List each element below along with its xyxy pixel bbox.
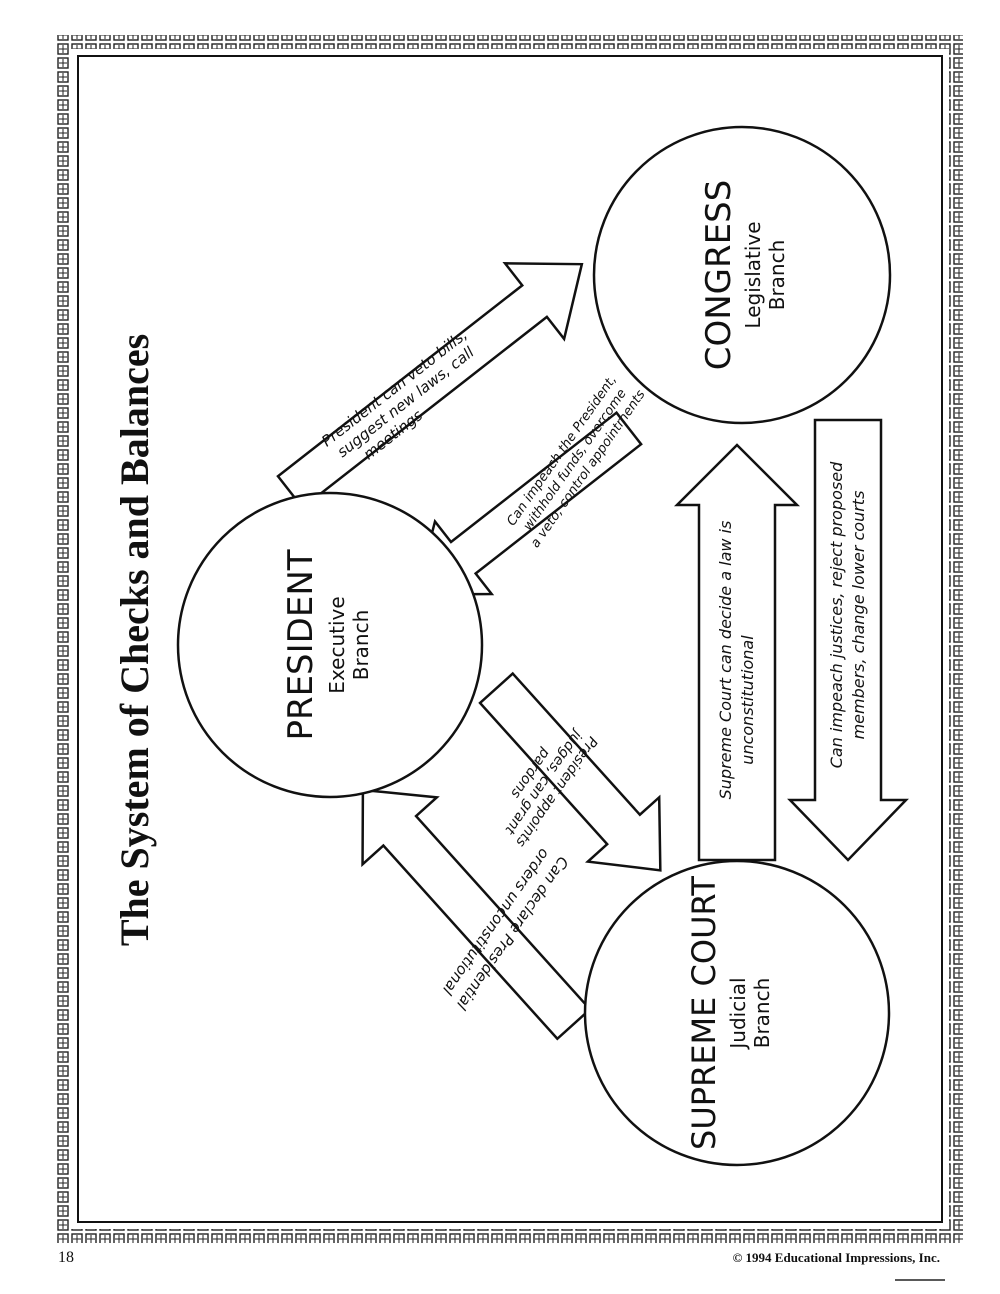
supreme-court-circle [583,859,891,1167]
president-circle [176,491,484,799]
arrow-court-to-congress [673,443,801,862]
supreme-court-branch-line1: Judicial [726,977,750,1050]
check-congress-on-court-line2: members, change lower courts [849,491,868,740]
arrow-court-to-president [361,788,592,1041]
check-congress-on-court: Can impeach justices, reject proposed me… [827,461,868,768]
president-branch-line2: Branch [349,610,373,681]
president-name: PRESIDENT [281,549,321,740]
congress-branch-line1: Legislative [741,221,765,328]
president-branch-line1: Executive [325,596,349,693]
congress-branch-line2: Branch [765,240,789,311]
arrow-president-to-congress [276,262,584,510]
supreme-court-branch-line2: Branch [750,978,774,1049]
check-congress-on-court-line1: Can impeach justices, reject proposed [827,461,846,768]
congress-name: CONGRESS [699,180,739,371]
check-court-on-congress-line1: Supreme Court can decide a law is [716,521,735,800]
copyright-notice: © 1994 Educational Impressions, Inc. [733,1250,940,1265]
check-court-on-congress-line2: unconstitutional [738,635,757,765]
congress-circle [592,125,892,425]
arrow-congress-to-court [787,418,909,862]
supreme-court-name: SUPREME COURT [685,876,723,1150]
check-court-on-congress: Supreme Court can decide a law is uncons… [716,521,757,800]
page-title: The System of Checks and Balances [112,334,157,946]
arrow-president-to-court [478,671,662,872]
page-number: 18 [58,1249,74,1266]
